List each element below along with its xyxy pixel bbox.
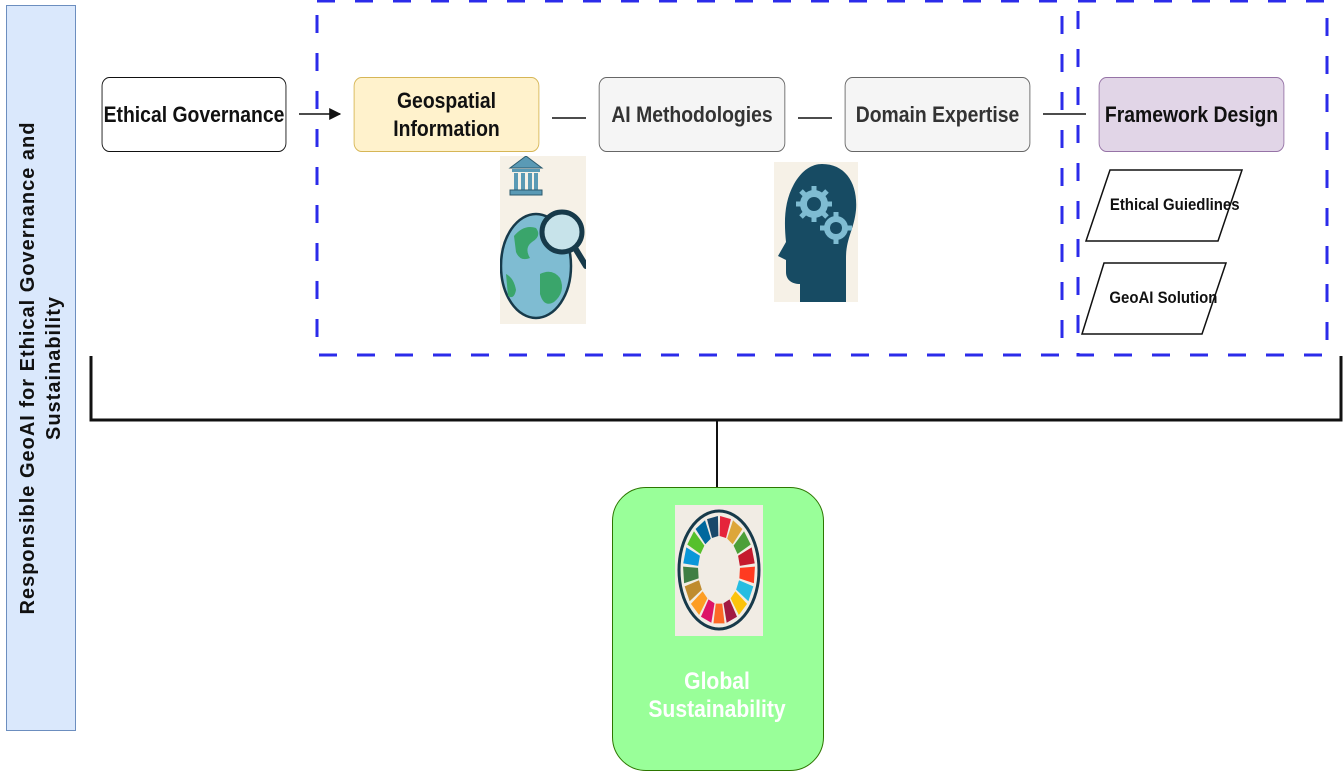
sdg-segment [684,580,702,602]
node-geospatial-label-line1: Geospatial [397,87,496,113]
side-title-panel: Responsible GeoAI for Ethical Governance… [6,5,76,731]
dashed-group-core [315,0,1064,357]
node-ethical-governance: Ethical Governance [101,77,287,152]
node-framework-design: Framework Design [1098,77,1285,152]
node-geospatial-label: Geospatial Information [393,87,499,143]
node-domain-expertise-label: Domain Expertise [855,101,1020,127]
node-ethical-governance-label: Ethical Governance [103,101,285,127]
sdg-segment [739,566,755,584]
head-gears-icon [774,162,858,302]
sdg-segment [687,531,705,554]
node-ai-methodologies-label: AI Methodologies [611,101,773,127]
sdg-segment [707,516,719,538]
sdg-segment [713,603,725,624]
node-geospatial-information: Geospatial Information [353,77,540,152]
node-geospatial-label-line2: Information [393,115,500,141]
sdg-segment [733,531,751,554]
sdg-segment [719,516,731,538]
sdg-segment [683,566,699,584]
global-sustainability-label: Global Sustainability [648,668,786,723]
sdg-segment [730,591,748,616]
sdg-segment [690,591,708,616]
node-ai-methodologies: AI Methodologies [598,77,786,152]
node-domain-expertise: Domain Expertise [844,77,1031,152]
sdg-segment [700,599,715,623]
sdg-segment [683,547,700,566]
sdg-segment [723,599,738,623]
globe-magnifier-icon [499,155,589,324]
node-framework-design-label: Framework Design [1104,101,1279,127]
dashed-group-framework [1076,0,1329,357]
sdg-segment [695,520,711,545]
sdg-segment [738,547,755,566]
parallelogram-ethical-guidelines [1084,169,1244,242]
sdg-segment [736,580,754,602]
bracket-line [89,356,1343,422]
sdg-segment [727,520,743,545]
sdg-ring [677,509,761,631]
geoai-solution-label: GeoAI Solution [1109,288,1218,307]
parallelogram-geoai-solution [1080,262,1228,335]
sdg-wheel-icon [675,505,763,636]
ethical-guidelines-label: Ethical Guiedlines [1109,195,1240,214]
